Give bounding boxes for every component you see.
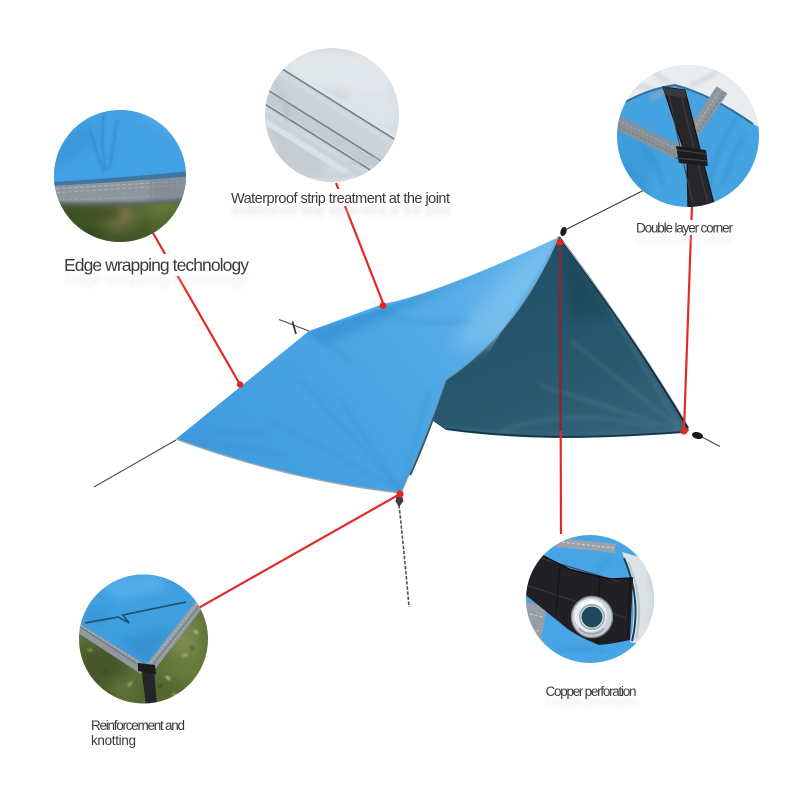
svg-text:Edge wrapping technology: Edge wrapping technology: [64, 255, 249, 275]
svg-text:Waterproof strip treatment at: Waterproof strip treatment at the joint: [231, 203, 450, 219]
svg-text:Copper perforation: Copper perforation: [546, 694, 637, 709]
svg-text:Double layer corner: Double layer corner: [636, 231, 734, 246]
svg-text:knotting: knotting: [91, 733, 136, 748]
svg-text:Reinforcement and: Reinforcement and: [91, 718, 185, 733]
svg-text:Copper perforation: Copper perforation: [546, 684, 637, 699]
svg-text:Double layer corner: Double layer corner: [636, 221, 734, 236]
svg-text:Waterproof strip treatment at: Waterproof strip treatment at the joint: [231, 191, 450, 207]
svg-text:Edge wrapping technology: Edge wrapping technology: [64, 269, 249, 289]
